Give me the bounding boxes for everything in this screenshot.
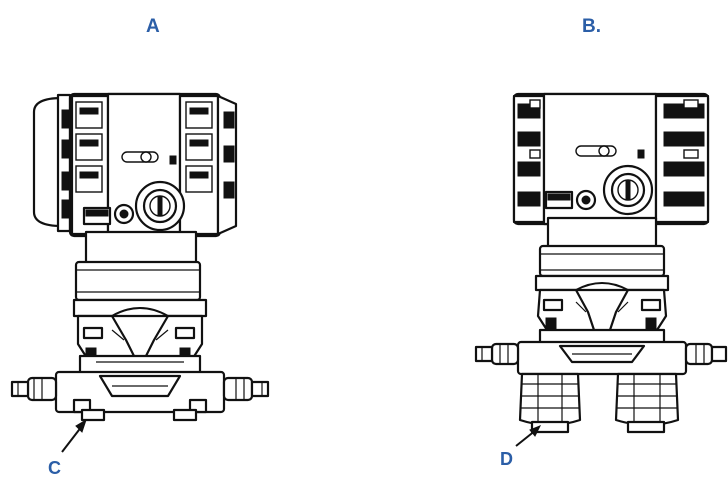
- callout-label-d: D: [500, 449, 513, 469]
- transmitter-a-left-cap: [32, 93, 72, 233]
- transmitter-b-process-adapter-left: [518, 372, 582, 434]
- transmitter-a-vent-valve-left: [10, 376, 58, 402]
- transmitter-b-flange: [516, 340, 688, 376]
- transmitter-b-conduit-port: [544, 164, 654, 216]
- transmitter-a-sensor-module: [72, 298, 208, 376]
- transmitter-b: [474, 92, 728, 447]
- transmitter-b-neck: [538, 216, 666, 278]
- transmitter-a-flange: [54, 370, 226, 422]
- callout-arrow-d: [515, 425, 542, 447]
- transmitter-b-sensor-module: [534, 274, 670, 348]
- callout-arrow-c: [61, 418, 87, 453]
- transmitter-b-vent-valve-left: [474, 342, 520, 366]
- transmitter-b-process-adapter-right: [614, 372, 680, 434]
- transmitter-a: [10, 92, 270, 453]
- figure-label-b: B.: [582, 16, 601, 37]
- transmitter-b-vent-valve-right: [684, 342, 728, 366]
- transmitter-a-neck: [74, 230, 202, 302]
- callout-label-c: C: [48, 458, 61, 478]
- transmitter-a-conduit-port: [82, 180, 186, 232]
- figure-label-a: A: [146, 16, 160, 37]
- transmitter-a-vent-valve-right: [222, 376, 270, 402]
